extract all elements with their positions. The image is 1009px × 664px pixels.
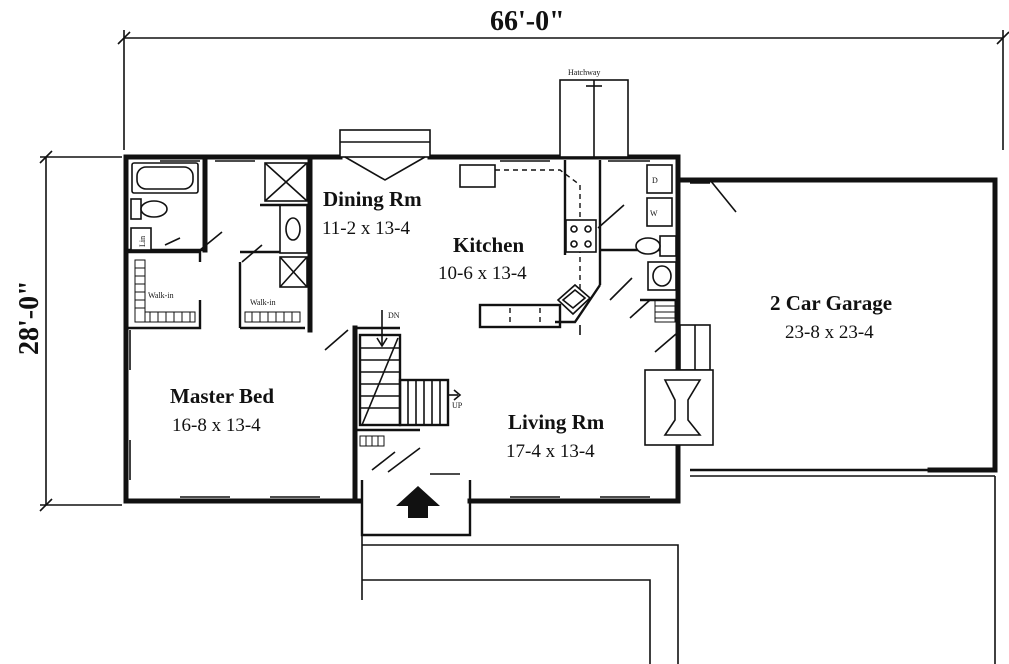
dining-room-size: 11-2 x 13-4 bbox=[322, 218, 410, 239]
hall-storage bbox=[260, 154, 313, 333]
walk-in-2-label: Walk-in bbox=[250, 298, 276, 307]
master-bed-name: Master Bed bbox=[170, 384, 274, 408]
stair-down-label: DN bbox=[388, 311, 400, 320]
kitchen-fixtures bbox=[459, 160, 625, 335]
living-room-name: Living Rm bbox=[508, 410, 605, 434]
master-bed-size: 16-8 x 13-4 bbox=[172, 415, 261, 436]
stairs: DN UP bbox=[324, 310, 463, 503]
windows bbox=[129, 160, 650, 498]
dining-room-name: Dining Rm bbox=[323, 187, 422, 211]
hatchway-label: Hatchway bbox=[568, 68, 600, 77]
washer-label: W bbox=[650, 209, 658, 218]
front-entry bbox=[360, 480, 679, 664]
overall-depth-label: 28'-0" bbox=[14, 280, 45, 355]
walk-in-1-label: Walk-in bbox=[148, 291, 174, 300]
fireplace bbox=[644, 324, 714, 446]
dimension-lines bbox=[39, 30, 1009, 512]
dryer-label: D bbox=[652, 176, 658, 185]
kitchen-size: 10-6 x 13-4 bbox=[438, 263, 527, 284]
master-bath: Lin bbox=[126, 154, 208, 253]
hatchway: Hatchway bbox=[559, 68, 629, 158]
walk-in-closet-2: Walk-in bbox=[238, 244, 305, 330]
linen-label: Lin bbox=[138, 236, 147, 247]
walk-in-closet-1: Walk-in bbox=[126, 231, 223, 330]
stair-up-label: UP bbox=[452, 401, 463, 410]
living-room-size: 17-4 x 13-4 bbox=[506, 441, 595, 462]
dining-bay bbox=[339, 129, 431, 181]
garage-name: 2 Car Garage bbox=[770, 291, 892, 315]
entry-arrow-icon bbox=[396, 486, 440, 518]
garage bbox=[675, 177, 998, 664]
kitchen-name: Kitchen bbox=[453, 233, 524, 257]
overall-width-label: 66'-0" bbox=[490, 6, 565, 37]
laundry-halfbath: D W bbox=[600, 164, 678, 353]
garage-size: 23-8 x 23-4 bbox=[785, 322, 874, 343]
